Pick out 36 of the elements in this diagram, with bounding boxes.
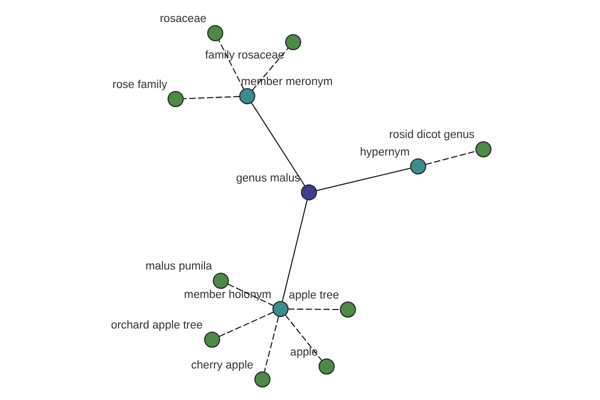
node-circle	[318, 358, 335, 375]
node-label: orchard apple tree	[110, 320, 203, 332]
node-label: rose family	[112, 78, 168, 91]
node-label: malus pumila	[145, 260, 212, 273]
node-circle	[212, 272, 229, 289]
node-label: genus malus	[236, 172, 300, 184]
connector	[316, 168, 410, 192]
node-circle	[207, 25, 224, 42]
node-circle	[475, 141, 492, 158]
node-circle	[300, 184, 318, 200]
node-label: hypernym	[360, 146, 410, 158]
connector	[264, 316, 280, 372]
node-label: member holonym	[184, 288, 272, 301]
connector	[285, 314, 322, 361]
connector	[288, 308, 340, 310]
connector	[228, 284, 274, 306]
node-circle	[204, 332, 220, 348]
node-label: apple	[290, 346, 318, 358]
node-circle	[410, 158, 426, 174]
connector	[218, 40, 244, 90]
node-label: cherry apple	[191, 359, 254, 372]
connector	[183, 96, 240, 100]
node-circle	[254, 371, 270, 388]
node-circle	[285, 34, 302, 50]
node-label: rosid dicot genus	[389, 129, 475, 142]
connector	[426, 150, 476, 165]
node-label: rosaceae	[160, 13, 206, 26]
connector	[282, 200, 308, 302]
node-circle	[340, 302, 356, 318]
connector	[250, 102, 306, 186]
connector	[218, 312, 274, 337]
node-circle	[168, 90, 184, 108]
node-circle	[239, 88, 256, 104]
node-label: apple tree	[288, 290, 340, 302]
node-label: family rosaceae	[205, 50, 284, 62]
node-circle	[272, 300, 289, 318]
